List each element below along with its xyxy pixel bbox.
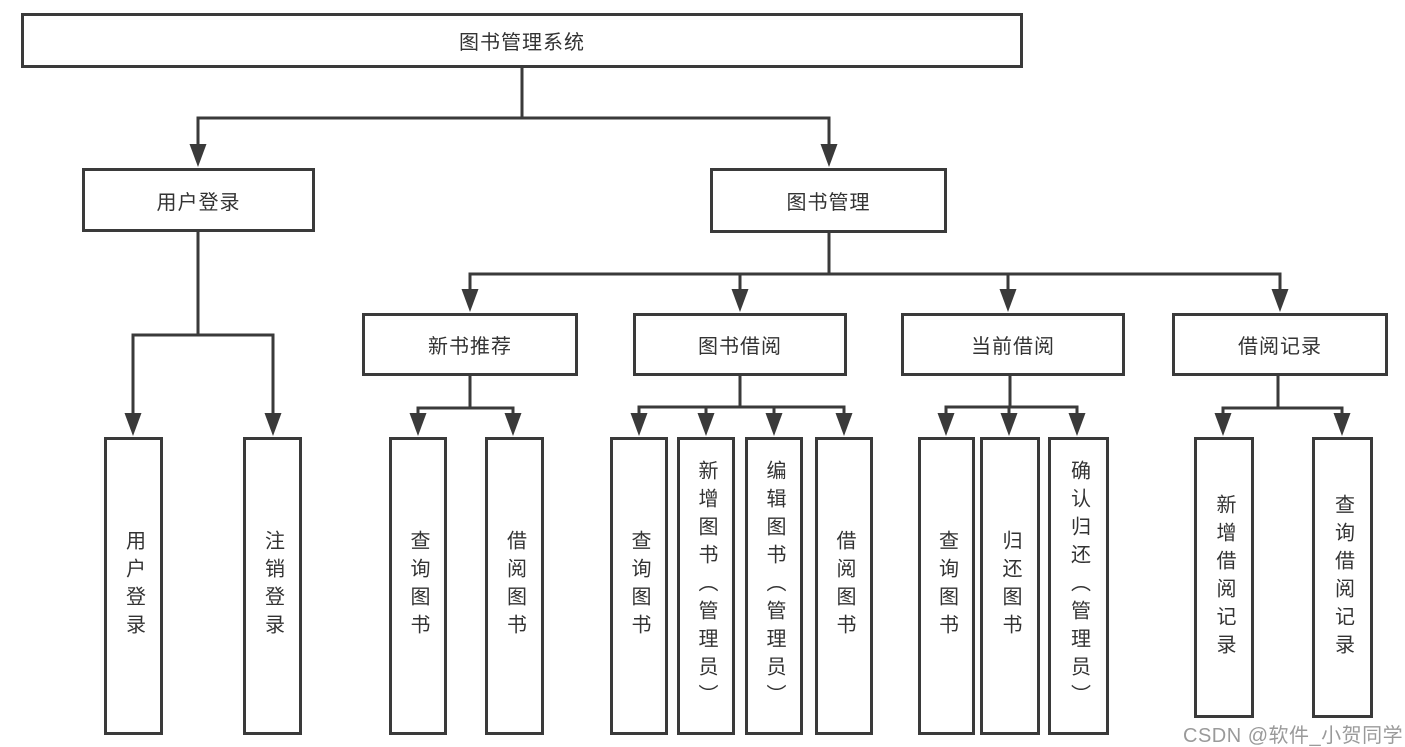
leaf-current-query-books-label: 查询图书 bbox=[935, 530, 958, 642]
leaf-current-confirm-return-admin-label: 确认归还（管理员） bbox=[1067, 460, 1090, 712]
node-root: 图书管理系统 bbox=[21, 13, 1023, 68]
node-book-borrowing: 图书借阅 bbox=[633, 313, 847, 376]
leaf-borrowing-add-books-admin: 新增图书（管理员） bbox=[677, 437, 735, 735]
leaf-borrowing-edit-books-admin-label: 编辑图书（管理员） bbox=[763, 460, 785, 712]
leaf-records-query-record-label: 查询借阅记录 bbox=[1331, 493, 1354, 662]
node-book-management-label: 图书管理 bbox=[786, 192, 871, 214]
node-root-label: 图书管理系统 bbox=[459, 32, 585, 54]
leaf-current-return-books-label: 归还图书 bbox=[999, 530, 1021, 642]
node-new-book-recommend-label: 新书推荐 bbox=[428, 336, 512, 358]
leaf-recommend-borrow-books-label: 借阅图书 bbox=[503, 530, 526, 642]
leaf-user-login: 用户登录 bbox=[104, 437, 163, 735]
node-user-login-label: 用户登录 bbox=[156, 191, 241, 214]
watermark: CSDN @软件_小贺同学 bbox=[1183, 725, 1404, 747]
leaf-records-query-record: 查询借阅记录 bbox=[1312, 437, 1373, 718]
node-book-management: 图书管理 bbox=[710, 168, 947, 233]
node-current-borrowing-label: 当前借阅 bbox=[971, 336, 1055, 358]
leaf-records-add-record: 新增借阅记录 bbox=[1194, 437, 1254, 718]
leaf-borrowing-query-books: 查询图书 bbox=[610, 437, 668, 735]
leaf-recommend-query-books: 查询图书 bbox=[389, 437, 447, 735]
leaf-borrowing-query-books-label: 查询图书 bbox=[628, 530, 650, 642]
leaf-current-confirm-return-admin: 确认归还（管理员） bbox=[1048, 437, 1109, 735]
node-book-borrowing-label: 图书借阅 bbox=[698, 336, 782, 358]
leaf-borrowing-edit-books-admin: 编辑图书（管理员） bbox=[745, 437, 803, 735]
leaf-logout-label: 注销登录 bbox=[261, 530, 284, 642]
leaf-user-login-label: 用户登录 bbox=[122, 530, 145, 642]
node-borrow-records: 借阅记录 bbox=[1172, 313, 1388, 376]
leaf-recommend-borrow-books: 借阅图书 bbox=[485, 437, 544, 735]
node-current-borrowing: 当前借阅 bbox=[901, 313, 1125, 376]
leaf-borrowing-borrow-books-label: 借阅图书 bbox=[833, 530, 855, 642]
leaf-borrowing-borrow-books: 借阅图书 bbox=[815, 437, 873, 735]
node-user-login: 用户登录 bbox=[82, 168, 315, 232]
leaf-borrowing-add-books-admin-label: 新增图书（管理员） bbox=[695, 460, 717, 712]
leaf-logout: 注销登录 bbox=[243, 437, 302, 735]
leaf-recommend-query-books-label: 查询图书 bbox=[407, 530, 429, 642]
node-new-book-recommend: 新书推荐 bbox=[362, 313, 578, 376]
leaf-records-add-record-label: 新增借阅记录 bbox=[1213, 493, 1235, 662]
leaf-current-query-books: 查询图书 bbox=[918, 437, 975, 735]
leaf-current-return-books: 归还图书 bbox=[980, 437, 1040, 735]
node-borrow-records-label: 借阅记录 bbox=[1238, 336, 1322, 358]
arrowhead-icons bbox=[124, 144, 1351, 436]
